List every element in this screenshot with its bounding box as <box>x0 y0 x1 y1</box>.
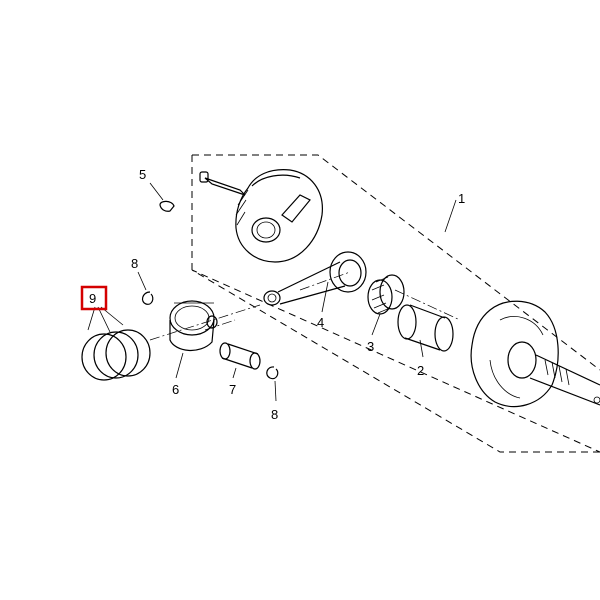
part-label-8-upper: 8 <box>131 256 138 271</box>
crank-pin <box>397 304 454 352</box>
left-crank-half <box>199 169 323 263</box>
assembly-boundary-dashed <box>191 154 600 453</box>
center-axis-line <box>149 271 461 341</box>
piston <box>169 300 218 351</box>
leader-lines <box>87 182 457 402</box>
piston-pin <box>219 342 261 370</box>
part-label-4: 4 <box>317 315 324 330</box>
woodruff-key <box>159 200 175 212</box>
part-label-9-highlight-box <box>80 285 108 311</box>
part-label-7: 7 <box>229 382 236 397</box>
right-crank-half <box>470 300 600 408</box>
connecting-rod <box>263 251 367 306</box>
part-label-6: 6 <box>172 382 179 397</box>
part-label-3: 3 <box>367 339 374 354</box>
part-label-1: 1 <box>458 191 465 206</box>
part-label-8-lower: 8 <box>271 407 278 422</box>
circlip-lower <box>266 366 279 380</box>
part-label-2: 2 <box>417 363 424 378</box>
needle-bearing <box>367 274 405 315</box>
circlip-upper <box>141 291 154 305</box>
part-label-5: 5 <box>139 167 146 182</box>
part-label-9: 9 <box>89 291 96 306</box>
piston-ring-set <box>81 329 151 381</box>
